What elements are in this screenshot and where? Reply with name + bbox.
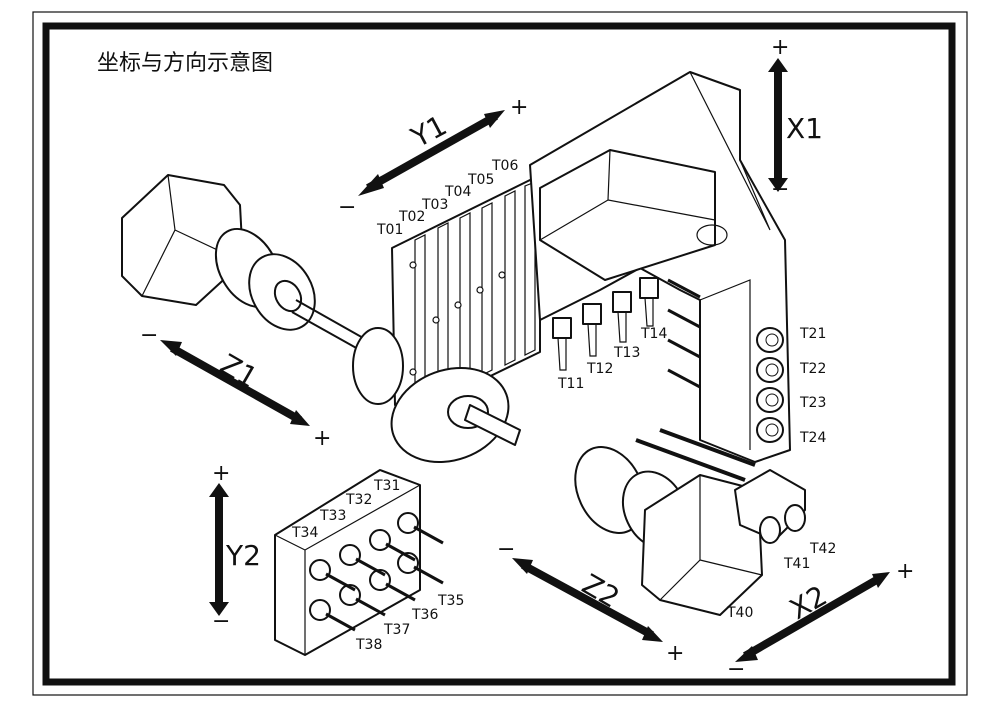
tool-labels: T01 T02 T03 T04 T05 T06 T11 T12 T13 T14 … [291, 158, 836, 653]
label-t22: T22 [799, 361, 826, 377]
axis-y1-plus: + [510, 95, 528, 120]
axis-y2: Y2 + − [209, 461, 261, 634]
diagram-title: 坐标与方向示意图 [97, 51, 273, 76]
label-t12: T12 [586, 361, 613, 377]
label-t41: T41 [783, 556, 810, 572]
axis-z2-minus: − [497, 537, 515, 562]
side-tools [667, 278, 784, 443]
sub-spindle [574, 428, 806, 616]
label-t02: T02 [398, 209, 425, 225]
drill-tools [552, 277, 659, 371]
label-t34: T34 [291, 525, 318, 541]
chuck-assembly [352, 327, 521, 464]
axis-z2-plus: + [666, 641, 684, 666]
axis-x1-plus: + [771, 35, 789, 60]
label-t04: T04 [444, 184, 471, 200]
label-t32: T32 [345, 492, 372, 508]
label-t40: T40 [726, 605, 753, 621]
label-t35: T35 [437, 593, 464, 609]
axis-x2-plus: + [896, 559, 914, 584]
axis-y2-plus: + [212, 461, 230, 486]
label-t33: T33 [319, 508, 346, 524]
label-t38: T38 [355, 637, 382, 653]
axis-z2-label: Z2 [577, 567, 626, 614]
label-t13: T13 [613, 345, 640, 361]
axis-x2-label: X2 [784, 579, 833, 626]
axis-z1-minus: − [140, 323, 158, 348]
label-t24: T24 [799, 430, 826, 446]
inner-frame [42, 22, 956, 686]
axis-x1-minus: − [771, 177, 789, 202]
axis-x2-minus: − [727, 657, 745, 682]
axis-z1-label: Z1 [215, 347, 264, 394]
label-t42: T42 [809, 541, 836, 557]
outer-frame [32, 11, 968, 696]
tool-block-t3x [274, 469, 444, 656]
label-t11: T11 [557, 376, 584, 392]
label-t37: T37 [383, 622, 410, 638]
axis-y1-minus: − [338, 195, 356, 220]
main-spindle [121, 174, 396, 369]
axis-z1-plus: + [313, 426, 331, 451]
axis-z1: Z1 + − [140, 323, 331, 451]
label-t05: T05 [467, 172, 494, 188]
turret-body [529, 71, 791, 463]
label-t21: T21 [799, 326, 826, 342]
axis-x1-label: X1 [786, 112, 823, 145]
label-t03: T03 [421, 197, 448, 213]
label-t06: T06 [491, 158, 518, 174]
label-t01: T01 [376, 222, 403, 238]
label-t36: T36 [411, 607, 438, 623]
axis-x1: X1 + − [768, 35, 823, 202]
axis-y2-minus: − [212, 609, 230, 634]
label-t14: T14 [640, 326, 667, 342]
label-t31: T31 [373, 478, 400, 494]
label-t23: T23 [799, 395, 826, 411]
axis-y2-label: Y2 [225, 539, 261, 572]
